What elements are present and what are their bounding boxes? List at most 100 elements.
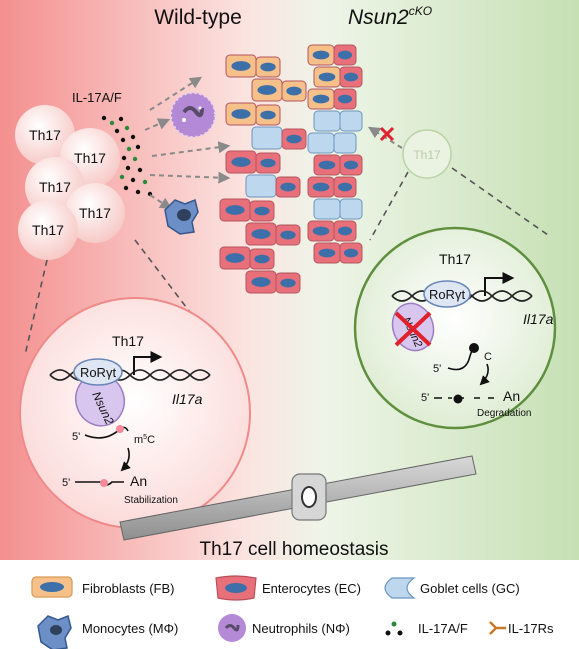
legend-monocyte: Monocytes (MΦ) [37, 614, 178, 649]
svg-text:Enterocytes (EC): Enterocytes (EC) [262, 581, 361, 596]
cell-nucleus [343, 72, 359, 82]
blocked-signal [367, 126, 403, 149]
goblet-cell [313, 198, 341, 220]
cell-nucleus [231, 157, 251, 167]
cell-nucleus [343, 248, 359, 258]
svg-text:Neutrophils (NΦ): Neutrophils (NΦ) [252, 621, 350, 636]
th17-cell-faded: Th17 [402, 129, 452, 179]
th17-cell [15, 105, 75, 165]
wt-inset-title: Th17 [112, 333, 144, 349]
cell-nucleus [286, 86, 302, 96]
svg-text:Goblet cells (GC): Goblet cells (GC) [420, 581, 520, 596]
cell-nucleus [318, 160, 336, 170]
th17-label: Th17 [79, 205, 111, 221]
ko-inset-title: Th17 [439, 251, 471, 267]
polya-label: An [503, 388, 520, 404]
svg-text:IL-17Rs: IL-17Rs [508, 621, 554, 636]
th17-label: Th17 [32, 222, 64, 238]
svg-text:Monocytes (MΦ): Monocytes (MΦ) [82, 621, 178, 636]
legend-background [0, 560, 579, 649]
cell-nucleus [251, 277, 271, 287]
svg-text:5': 5' [421, 392, 429, 404]
cell-nucleus [251, 229, 271, 239]
cell-nucleus [312, 182, 330, 192]
knockout-x-icon [394, 311, 432, 347]
rorgt-factor [73, 358, 123, 386]
cytokine-dots [101, 115, 153, 197]
goblet-cell [313, 110, 341, 132]
cell-nucleus [280, 230, 296, 240]
goblet-cell [339, 110, 363, 132]
legend-neutrophil: Neutrophils (NΦ) [218, 614, 350, 642]
gene-label: Il17a [523, 311, 554, 327]
balance-label: Th17 cell homeostasis [199, 539, 388, 560]
degradation-label: Degradation [477, 408, 531, 419]
cell-nucleus [312, 94, 330, 104]
m5c-label: m5C [134, 434, 155, 446]
cytokine-label: IL-17A/F [72, 90, 122, 105]
legend-fibroblast: Fibroblasts (FB) [31, 576, 174, 598]
cell-nucleus [254, 206, 270, 216]
th17-cell [65, 183, 125, 243]
cell-nucleus [280, 182, 296, 192]
wt-inset: Th17 Nsun2 RoRγt Il17a 5' m5C 5' An Stab… [19, 297, 251, 529]
process-arrow [479, 363, 490, 386]
legend: Fibroblasts (FB) Enterocytes (EC) Goblet… [31, 575, 554, 649]
cell-nucleus [280, 278, 296, 288]
cell-nucleus [337, 94, 353, 104]
goblet-cell [333, 132, 357, 154]
m5c-mark [116, 425, 124, 433]
svg-text:IL-17A/F: IL-17A/F [418, 621, 468, 636]
th17-cell [18, 200, 78, 260]
cell-nucleus [318, 248, 336, 258]
rorgt-factor [423, 280, 471, 308]
cell-nucleus [225, 205, 245, 215]
cell-nucleus [337, 182, 353, 192]
cell-nucleus [312, 50, 330, 60]
goblet-cell [245, 174, 277, 198]
tss-arrow [484, 272, 515, 296]
cell-nucleus [260, 62, 276, 72]
th17-label: Th17 [29, 127, 61, 143]
rorgt-label: RoRγt [429, 287, 466, 302]
monocyte-cell [164, 198, 199, 235]
unmodified-c [469, 343, 479, 353]
cell-nucleus [254, 254, 270, 264]
cell-nucleus [260, 110, 276, 120]
cell-nucleus [225, 253, 245, 263]
process-arrow [120, 447, 131, 472]
cell-nucleus [312, 226, 330, 236]
cell-nucleus [343, 160, 359, 170]
gene-label: Il17a [172, 391, 203, 407]
svg-text:5': 5' [72, 431, 80, 443]
homeostasis-balance: Th17 cell homeostasis [119, 455, 477, 560]
signaling-arrows [144, 76, 231, 210]
epithelium-ko [307, 44, 363, 264]
th17-cell-cluster: Th17 Th17 Th17 Th17 Th17 [15, 105, 125, 260]
cell-nucleus [260, 158, 276, 168]
legend-enterocyte: Enterocytes (EC) [215, 575, 361, 601]
epithelium-wt [219, 54, 307, 294]
ko-inset: Th17 Nsun2 RoRγt Il17a 5' C 5' An Degrad… [353, 226, 557, 430]
cell-nucleus [337, 50, 353, 60]
svg-text:5': 5' [433, 363, 441, 375]
svg-text:5': 5' [62, 477, 70, 489]
goblet-cell [307, 132, 335, 154]
legend-goblet: Goblet cells (GC) [384, 577, 520, 599]
goblet-cell [339, 198, 363, 220]
th17-label: Th17 [39, 179, 71, 195]
knockout-title: Nsun2cKO [348, 4, 432, 29]
neutrophil-cell [170, 92, 216, 138]
wild-type-title: Wild-type [154, 6, 242, 29]
legend-receptor: IL-17Rs [489, 621, 554, 636]
block-x-icon [379, 126, 395, 142]
cell-nucleus [231, 109, 251, 119]
polya-label: An [130, 473, 147, 489]
cell-nucleus [231, 61, 251, 71]
cell-nucleus [257, 85, 277, 95]
svg-text:Th17: Th17 [413, 148, 441, 162]
th17-label: Th17 [74, 150, 106, 166]
svg-text:Fibroblasts (FB): Fibroblasts (FB) [82, 581, 174, 596]
cell-nucleus [318, 72, 336, 82]
